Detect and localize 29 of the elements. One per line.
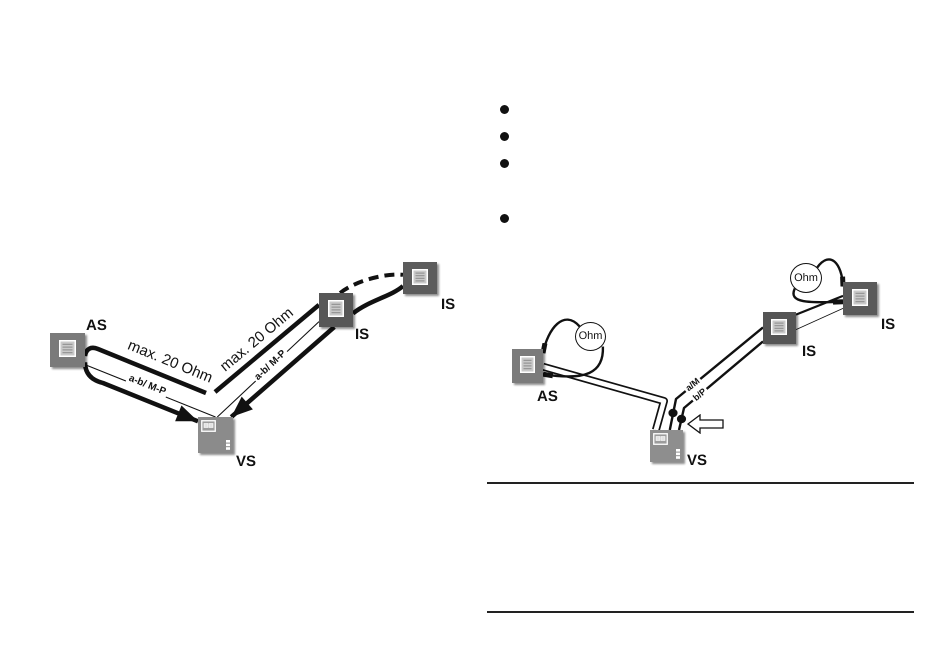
device-box: [198, 417, 233, 453]
cable-loop-arrow: [230, 325, 336, 419]
cable-loop-arrow: [82, 362, 199, 424]
device-box: [843, 282, 877, 315]
cable-loop: [338, 272, 404, 295]
device-label: IS: [802, 344, 816, 359]
cable-line: [668, 326, 764, 430]
cable-line: [796, 294, 844, 316]
cable-line: [678, 340, 764, 430]
cable-loop: [352, 284, 404, 316]
meter-circle: Ohm: [790, 263, 822, 293]
device-label: IS: [355, 327, 370, 342]
device-box: [512, 349, 543, 383]
device-label: AS: [537, 389, 558, 404]
device-box: [650, 430, 683, 462]
cable-band: [542, 362, 668, 432]
device-label: VS: [236, 454, 256, 469]
device-box: [50, 333, 85, 367]
test-lead: [542, 346, 604, 378]
cable-line: [796, 308, 844, 330]
device-box: [763, 312, 796, 344]
meter-circle: Ohm: [575, 322, 606, 351]
device-label: IS: [441, 297, 456, 312]
device-box: [403, 262, 437, 294]
device-label: AS: [86, 318, 107, 333]
device-box: [319, 293, 353, 327]
cable-loop: [214, 303, 320, 394]
device-label: IS: [881, 317, 896, 332]
device-label: VS: [687, 453, 708, 468]
